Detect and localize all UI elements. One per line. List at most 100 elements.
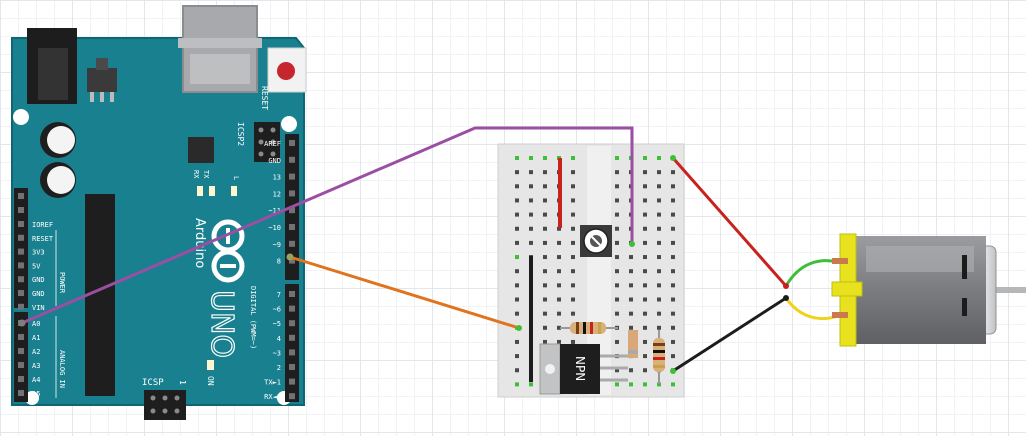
- breadboard-hole[interactable]: [529, 198, 533, 203]
- breadboard-hole[interactable]: [557, 226, 561, 231]
- breadboard-hole[interactable]: [671, 311, 675, 316]
- digital-pin-hole[interactable]: [289, 173, 295, 180]
- breadboard-hole[interactable]: [615, 255, 619, 260]
- breadboard-hole[interactable]: [671, 255, 675, 260]
- analog-pin-hole[interactable]: [18, 334, 24, 340]
- power-pin-hole[interactable]: [18, 193, 24, 199]
- digital-pin-hole[interactable]: [289, 305, 295, 312]
- breadboard-hole[interactable]: [657, 240, 661, 245]
- breadboard-hole[interactable]: [643, 339, 647, 344]
- breadboard-hole[interactable]: [629, 283, 633, 288]
- digital-pin-hole[interactable]: [289, 334, 295, 341]
- analog-pin-hole[interactable]: [18, 390, 24, 396]
- breadboard-hole[interactable]: [571, 297, 575, 302]
- breadboard-hole[interactable]: [657, 198, 661, 203]
- breadboard-hole[interactable]: [543, 269, 547, 274]
- breadboard-hole[interactable]: [615, 283, 619, 288]
- breadboard-hole[interactable]: [529, 156, 533, 160]
- breadboard-hole[interactable]: [615, 240, 619, 245]
- breadboard-hole[interactable]: [629, 368, 633, 373]
- digital-pin-hole[interactable]: [289, 207, 295, 214]
- breadboard-hole[interactable]: [657, 269, 661, 274]
- breadboard-hole[interactable]: [557, 255, 561, 260]
- power-pin-hole[interactable]: [18, 262, 24, 269]
- breadboard-hole[interactable]: [515, 339, 519, 344]
- breadboard-hole[interactable]: [543, 156, 547, 160]
- breadboard-hole[interactable]: [543, 283, 547, 288]
- breadboard-hole[interactable]: [515, 368, 519, 373]
- breadboard-hole[interactable]: [557, 297, 561, 302]
- reset-button-cap[interactable]: [277, 62, 295, 80]
- breadboard-hole[interactable]: [557, 325, 561, 330]
- breadboard-hole[interactable]: [615, 212, 619, 217]
- breadboard-hole[interactable]: [629, 255, 633, 260]
- breadboard-hole[interactable]: [529, 240, 533, 245]
- breadboard-hole[interactable]: [643, 269, 647, 274]
- breadboard-hole[interactable]: [671, 212, 675, 217]
- breadboard-hole[interactable]: [657, 325, 661, 330]
- analog-pin-hole[interactable]: [18, 376, 24, 382]
- breadboard-hole[interactable]: [643, 325, 647, 330]
- breadboard-hole[interactable]: [643, 382, 647, 387]
- breadboard-hole[interactable]: [671, 354, 675, 359]
- breadboard-hole[interactable]: [529, 382, 533, 387]
- breadboard-hole[interactable]: [615, 269, 619, 274]
- breadboard-hole[interactable]: [643, 255, 647, 260]
- breadboard-hole[interactable]: [543, 297, 547, 302]
- breadboard-hole[interactable]: [571, 198, 575, 203]
- breadboard-hole[interactable]: [571, 255, 575, 260]
- breadboard-hole[interactable]: [557, 339, 561, 344]
- breadboard-hole[interactable]: [643, 198, 647, 203]
- breadboard-hole[interactable]: [543, 184, 547, 189]
- breadboard-hole[interactable]: [657, 283, 661, 288]
- breadboard-hole[interactable]: [571, 226, 575, 231]
- breadboard-hole[interactable]: [671, 240, 675, 245]
- breadboard-hole[interactable]: [629, 269, 633, 274]
- breadboard-hole[interactable]: [571, 184, 575, 189]
- breadboard-hole[interactable]: [571, 311, 575, 316]
- breadboard-hole[interactable]: [643, 156, 647, 160]
- breadboard-hole[interactable]: [657, 311, 661, 316]
- breadboard-hole[interactable]: [515, 382, 519, 387]
- breadboard-hole[interactable]: [629, 325, 633, 330]
- power-pin-hole[interactable]: [18, 290, 24, 296]
- breadboard-hole[interactable]: [657, 184, 661, 189]
- breadboard-hole[interactable]: [515, 240, 519, 245]
- breadboard-hole[interactable]: [643, 354, 647, 359]
- breadboard-hole[interactable]: [543, 240, 547, 245]
- breadboard-hole[interactable]: [529, 226, 533, 231]
- breadboard-hole[interactable]: [643, 368, 647, 373]
- breadboard-hole[interactable]: [643, 212, 647, 217]
- breadboard-hole[interactable]: [571, 339, 575, 344]
- breadboard-hole[interactable]: [615, 198, 619, 203]
- breadboard-hole[interactable]: [543, 339, 547, 344]
- breadboard-hole[interactable]: [615, 368, 619, 373]
- digital-pin-hole[interactable]: [289, 190, 295, 197]
- breadboard-hole[interactable]: [515, 269, 519, 274]
- power-pin-hole[interactable]: [18, 234, 24, 241]
- power-pin-hole[interactable]: [18, 303, 24, 310]
- breadboard-hole[interactable]: [557, 240, 561, 245]
- breadboard-hole[interactable]: [543, 311, 547, 316]
- breadboard-hole[interactable]: [671, 325, 675, 330]
- digital-pin-hole[interactable]: [289, 240, 295, 247]
- breadboard-hole[interactable]: [643, 226, 647, 231]
- digital-pin-hole[interactable]: [289, 393, 295, 400]
- breadboard-hole[interactable]: [571, 212, 575, 217]
- breadboard-hole[interactable]: [515, 255, 519, 260]
- breadboard-hole[interactable]: [543, 198, 547, 203]
- digital-pin-hole[interactable]: [289, 320, 295, 327]
- breadboard-hole[interactable]: [543, 226, 547, 231]
- breadboard-hole[interactable]: [671, 382, 675, 387]
- breadboard-hole[interactable]: [515, 198, 519, 203]
- breadboard-hole[interactable]: [615, 156, 619, 160]
- digital-pin-hole[interactable]: [289, 364, 295, 370]
- breadboard-hole[interactable]: [571, 269, 575, 274]
- breadboard-hole[interactable]: [671, 297, 675, 302]
- breadboard-hole[interactable]: [671, 198, 675, 203]
- breadboard-hole[interactable]: [657, 255, 661, 260]
- breadboard-hole[interactable]: [543, 325, 547, 330]
- breadboard-hole[interactable]: [515, 170, 519, 175]
- breadboard-hole[interactable]: [515, 354, 519, 359]
- analog-pin-hole[interactable]: [18, 348, 24, 354]
